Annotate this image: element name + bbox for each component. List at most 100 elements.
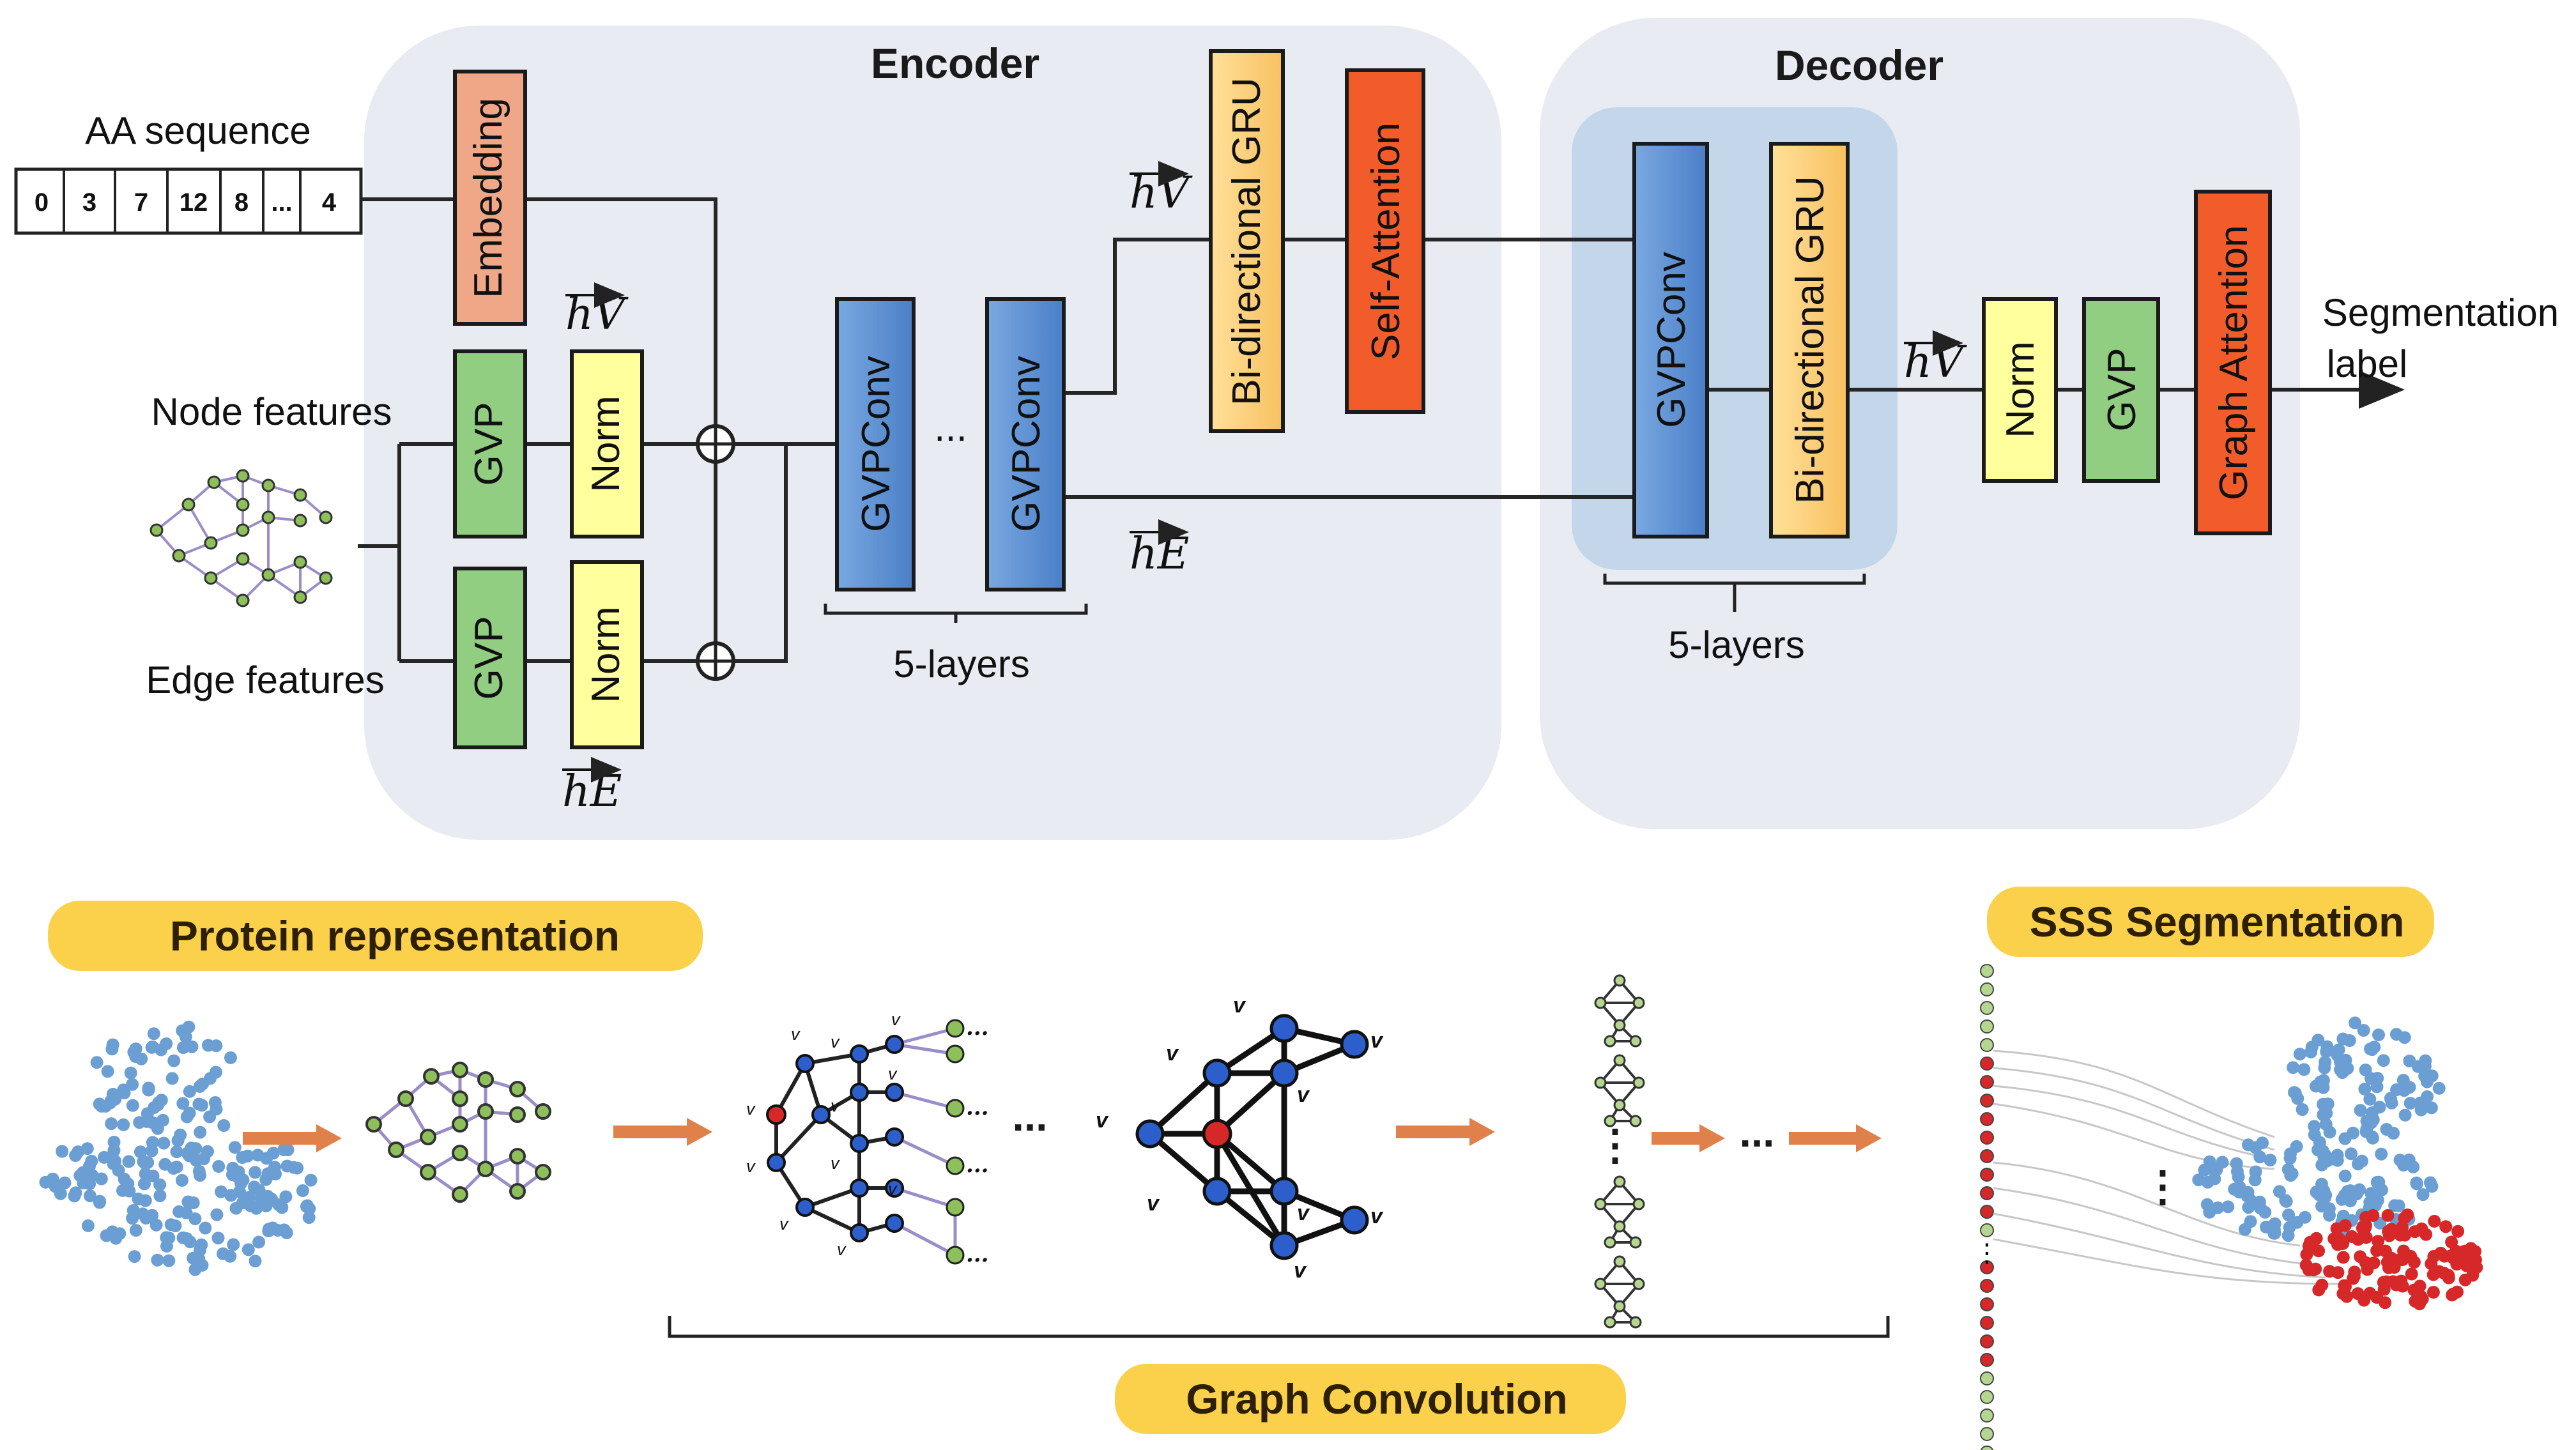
residue-dot xyxy=(2442,1269,2455,1282)
residue-dot xyxy=(2340,1290,2354,1303)
protein-structure-segmented-blue xyxy=(2192,1016,2446,1243)
svg-text:hV: hV xyxy=(565,289,629,340)
residue-dot xyxy=(2314,1075,2327,1088)
svg-text:v: v xyxy=(1297,1201,1310,1225)
svg-text:Self-Attention: Self-Attention xyxy=(1364,123,1408,360)
sss-segmentation-label: SSS Segmentation xyxy=(2030,898,2405,945)
residue-dot xyxy=(2293,1048,2306,1061)
residue-dot xyxy=(2338,1170,2352,1183)
residue-dot xyxy=(2281,1163,2295,1176)
residue-dot xyxy=(180,1232,193,1245)
protein-structure-segmented-red xyxy=(2299,1208,2483,1311)
residue-dot xyxy=(128,1250,141,1263)
graph-convolution-pill xyxy=(1115,1364,1626,1434)
residue-dot xyxy=(304,1173,318,1187)
residue-dot xyxy=(2319,1055,2332,1069)
flow-arrows xyxy=(243,1118,1882,1152)
residue-dot xyxy=(2372,1235,2385,1248)
residue-dot xyxy=(2238,1223,2251,1236)
residue-dot xyxy=(2338,1219,2352,1232)
he-label: hE xyxy=(1130,519,1189,579)
segmentation-links xyxy=(1993,1049,2339,1285)
residue-dot xyxy=(227,1238,240,1251)
residue-dot xyxy=(275,1201,289,1214)
graph-node xyxy=(1604,1115,1616,1127)
residue-dot xyxy=(2398,1031,2411,1044)
aa-sequence-label: AA sequence xyxy=(85,109,311,152)
svg-text:v: v xyxy=(831,1154,840,1173)
svg-text:v: v xyxy=(888,1064,898,1083)
residue-dot xyxy=(2211,1201,2225,1214)
residue-dot xyxy=(97,1150,111,1164)
svg-text:v: v xyxy=(1166,1041,1179,1065)
segment-dot xyxy=(1980,1057,1994,1071)
residue-dot xyxy=(2320,1154,2333,1168)
residue-dot xyxy=(2377,1054,2390,1067)
gvp-node-block: GVP xyxy=(453,349,527,538)
residue-dot xyxy=(241,1243,255,1256)
graph-node xyxy=(1613,974,1626,987)
residue-dot xyxy=(101,1065,114,1078)
graph-node xyxy=(1613,1220,1626,1233)
residue-dot xyxy=(165,1072,179,1085)
graph-node xyxy=(1613,1019,1626,1032)
residue-dot xyxy=(151,1253,164,1267)
graph-layer-l: v v v v v v v v v v v ... ... ... ... xyxy=(746,1010,989,1267)
residue-dot xyxy=(176,1024,189,1037)
residue-dot xyxy=(2253,1195,2266,1209)
residue-dot xyxy=(122,1155,135,1168)
residue-dot xyxy=(153,1178,167,1191)
residue-dot xyxy=(287,1161,300,1174)
segment-dot xyxy=(1980,1297,1994,1311)
residue-dot xyxy=(2357,1024,2370,1037)
residue-dot xyxy=(151,1122,164,1135)
residue-dot xyxy=(106,1038,119,1051)
residue-dot xyxy=(2264,1154,2277,1167)
graph-node xyxy=(1632,1278,1645,1290)
segment-dot xyxy=(1980,1316,1994,1330)
norm-decoder-block: Norm xyxy=(1982,297,2058,483)
embedding-block: Embedding xyxy=(453,70,527,326)
residue-dot xyxy=(2341,1185,2354,1198)
residue-dot xyxy=(2336,1251,2350,1264)
segment-dot xyxy=(1980,1371,1994,1385)
residue-dot xyxy=(277,1223,291,1237)
svg-text:GVPConv: GVPConv xyxy=(1004,356,1048,532)
encoder-panel xyxy=(364,26,1501,840)
graph-node xyxy=(1604,1035,1616,1048)
segment-dot xyxy=(1980,1205,1994,1219)
residue-dot xyxy=(2446,1251,2460,1265)
svg-text:v: v xyxy=(1147,1191,1160,1216)
segment-dot xyxy=(1980,1390,1994,1404)
residue-dot xyxy=(2282,1209,2296,1221)
segment-dot xyxy=(1980,982,1994,996)
graph-node xyxy=(1613,1099,1626,1111)
svg-text:...: ... xyxy=(966,1095,989,1120)
svg-text:v: v xyxy=(746,1157,756,1176)
residue-dot xyxy=(2267,1223,2281,1236)
encoder-layers-bracket xyxy=(824,604,1088,623)
residue-dot xyxy=(2308,1128,2321,1141)
residue-dot xyxy=(2410,1176,2423,1189)
residue-dot xyxy=(135,1052,148,1065)
residue-dot xyxy=(2418,1060,2432,1073)
protein-representation-label: Protein representation xyxy=(170,912,620,959)
residue-dot xyxy=(2249,1165,2262,1179)
residue-dot xyxy=(2216,1156,2229,1169)
segment-dot xyxy=(1980,1075,1994,1089)
residue-dot xyxy=(249,1166,262,1179)
segment-dot xyxy=(1980,1223,1994,1237)
svg-text:hV: hV xyxy=(1130,168,1193,218)
residue-dot xyxy=(2242,1201,2255,1214)
graph-attention-block: Graph Attention xyxy=(2194,190,2272,535)
residue-dot xyxy=(215,1185,227,1198)
residue-dot xyxy=(2426,1286,2440,1299)
svg-text:GVPConv: GVPConv xyxy=(1650,252,1694,428)
graph-node xyxy=(1629,1035,1642,1048)
residue-dot xyxy=(170,1145,183,1159)
residue-dot xyxy=(83,1159,96,1173)
residue-dot xyxy=(155,1094,168,1107)
self-attention-block: Self-Attention xyxy=(1345,68,1425,414)
residue-dot xyxy=(126,1212,139,1225)
residue-dot xyxy=(2361,1263,2374,1276)
